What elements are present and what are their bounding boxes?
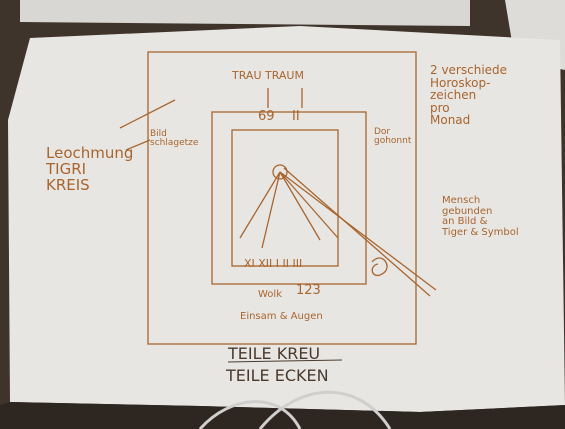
einsam-label: Einsam & Augen [240,311,323,322]
outer-frame [147,51,417,345]
paper-shadow [0,402,565,429]
right-note-line: Mensch [442,195,481,206]
clock-numbers: XI XII I II III [244,257,303,270]
pencil-line [227,359,343,363]
arrow-line [125,139,151,151]
cable [198,400,302,429]
right-note-line: Tiger & Symbol [442,226,519,238]
right-notes-2: Mensch gebunden an Bild & Tiger & Symbol [442,195,560,238]
right-note: Dor gohonnt [374,127,412,147]
paper-sheet [8,26,565,412]
ray-line [239,171,281,239]
right-note-line: pro [430,100,450,115]
right-note-line: an Bild & [442,216,488,227]
left-title-line: KREIS [46,175,90,194]
ray-line [279,171,339,239]
left-note: Bild schlagetze [150,129,199,149]
ray-line [279,171,321,241]
arrow-line [119,99,176,129]
pointer-line [283,167,431,297]
wolk-label: Wolk [258,289,282,300]
sun-circle [272,164,288,180]
left-title: Leochmung TIGRI KREIS [46,144,136,194]
bottom-line-2: TEILE ECKEN [226,366,329,385]
right-note-line: Monad [430,113,471,128]
right-notes-1: 2 verschiede Horoskop- zeichen pro Monad [430,64,550,127]
left-title-line: TIGRI [46,159,87,178]
inner-frame [231,129,339,267]
right-note-line: Horoskop- [430,75,491,90]
left-title-line: Leochmung [46,144,134,162]
numbers-right: II [292,109,300,124]
right-note-line: zeichen [430,88,477,103]
swirl [371,257,388,277]
middle-frame [211,111,367,285]
bottom-numbers: 123 [296,283,321,298]
numbers-left: 69 [258,109,275,124]
background-paper-top [20,0,470,26]
right-note-line: gebunden [442,205,493,217]
top-label: TRAU TRAUM [232,69,304,82]
cable [258,390,392,429]
right-note-line: 2 verschiede [430,63,508,77]
bottom-line-1: TEILE KREU [228,344,321,363]
pointer-line [279,171,437,291]
ray-line [261,171,281,249]
